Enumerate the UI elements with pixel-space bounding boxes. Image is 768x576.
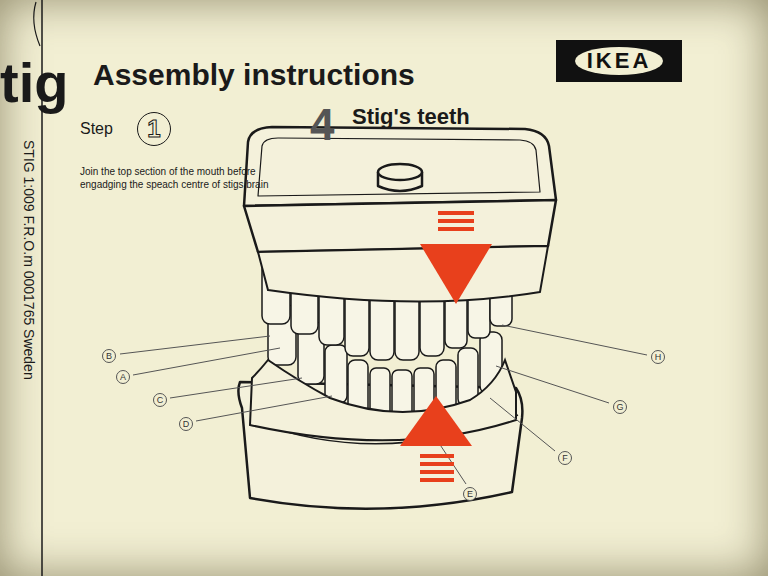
leader-line (170, 378, 302, 398)
arrow-stripe (420, 470, 454, 474)
leader-line (502, 325, 647, 355)
callout-text: H (655, 353, 662, 362)
product-code: STIG 1:009 F.R.O.m 0001765 Sweden (21, 140, 37, 380)
arrow-stripe (438, 219, 474, 223)
arrow-stripe (438, 227, 474, 231)
callout-letter: D (179, 417, 193, 431)
margin-swirl (34, 2, 40, 46)
callout-letter: C (153, 393, 167, 407)
arrow-stripe (420, 462, 454, 466)
knob-top (378, 164, 422, 180)
callout-letter: B (102, 349, 116, 363)
callout-text: D (183, 420, 190, 429)
up-arrow (400, 396, 472, 446)
upper-gum (258, 246, 548, 302)
callout-text: E (467, 490, 473, 499)
step-circle: 1 (137, 112, 171, 146)
lower-tooth (325, 345, 347, 403)
leader-line (496, 366, 609, 403)
callout-text: G (616, 403, 623, 412)
part-title: Stig's teeth (352, 104, 470, 130)
arrow-stripe (420, 454, 454, 458)
leader-line (133, 348, 280, 375)
callout-letter: H (651, 350, 665, 364)
callout-letter: F (558, 451, 572, 465)
leader-line (490, 398, 555, 451)
title: Assembly instructions (93, 58, 415, 92)
product-name: tig (0, 50, 68, 115)
step-number-large: 4 (310, 100, 334, 150)
logo-text: IKEA (575, 47, 664, 75)
callout-text: C (157, 396, 164, 405)
callout-text: B (106, 352, 112, 361)
callout-text: 1 (147, 117, 160, 141)
callout-text: F (562, 454, 568, 463)
lower-gum (250, 360, 516, 440)
down-arrow (420, 244, 492, 304)
ikea-logo: IKEA (556, 40, 682, 82)
upper-base-top (244, 127, 556, 206)
callout-letter: G (613, 400, 627, 414)
arrow-stripe (438, 211, 474, 215)
callout-text: A (120, 373, 126, 382)
leader-line (196, 396, 332, 421)
upper-base-front (244, 200, 556, 252)
callout-letter: A (116, 370, 130, 384)
arrow-stripe (420, 478, 454, 482)
callout-letter: E (463, 487, 477, 501)
instruction-note: Join the top section of the mouth before… (80, 166, 280, 191)
step-label: Step (80, 120, 113, 138)
leader-line (120, 336, 270, 354)
upper-base-rim (258, 138, 540, 196)
